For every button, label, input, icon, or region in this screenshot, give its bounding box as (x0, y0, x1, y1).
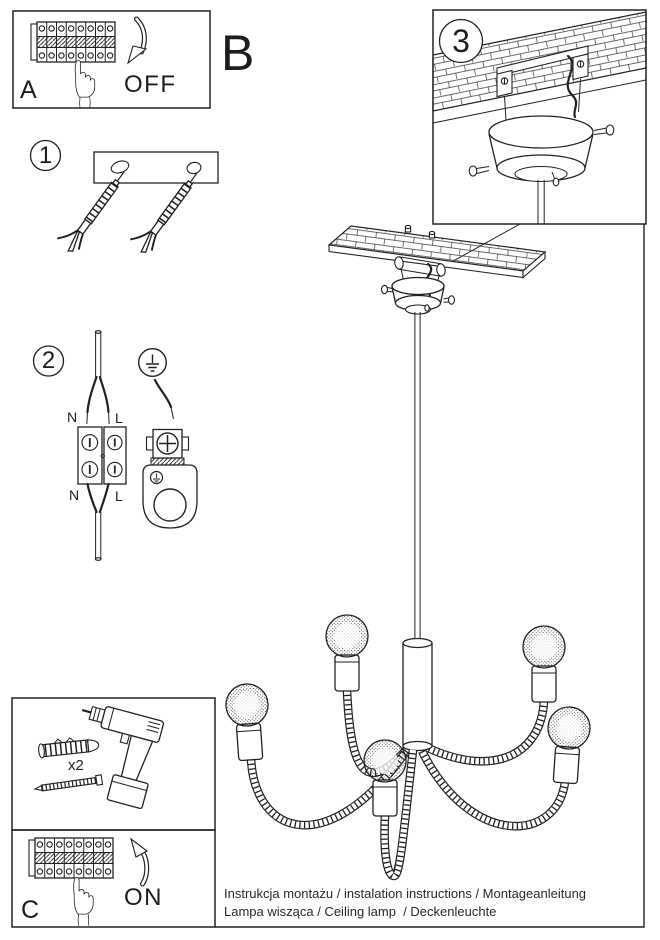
step3-detail-box (432, 9, 647, 225)
plate-hole (110, 160, 130, 174)
hanger-bracket (394, 256, 446, 293)
step3-circle (438, 18, 484, 64)
power-on-label: ON (124, 884, 163, 911)
earth-symbol-icon (137, 348, 167, 378)
board-screw-icon (404, 224, 436, 239)
power-off-label: OFF (124, 71, 177, 98)
supply-wire (566, 54, 578, 119)
light-bulb (325, 614, 369, 692)
plate-hole (186, 161, 202, 175)
light-bulb (522, 625, 566, 703)
arrow-down-icon (126, 16, 148, 65)
panel-a-box (12, 10, 211, 110)
step2-circle (32, 345, 65, 377)
pendant-cable (414, 312, 421, 641)
neutral-label-top: N (67, 409, 78, 425)
section-a-label: A (20, 76, 37, 104)
canopy (468, 115, 615, 224)
step2-drawing (32, 330, 198, 561)
anchor-quantity-label: x2 (68, 757, 84, 774)
lamp-cable (86, 482, 110, 561)
footer-title-line1: Instrukcja montażu / instalation instruc… (224, 886, 587, 901)
mounting-bracket (496, 45, 589, 122)
step1-number: 1 (38, 142, 53, 169)
terminal-block (77, 426, 127, 485)
light-bulb (223, 681, 273, 762)
drill-icon (81, 705, 165, 810)
section-c-label: C (21, 896, 40, 924)
light-bulb (543, 704, 593, 785)
page-frame (215, 224, 645, 928)
neutral-label-bottom: N (69, 487, 80, 503)
lamp-hub (402, 637, 433, 752)
light-bulb (363, 739, 407, 817)
flexible-arm (380, 749, 418, 881)
step1-drawing (29, 139, 219, 257)
footer-title-line2: Lampa wisząca / Ceiling lamp / Deckenleu… (224, 904, 497, 919)
line-label-bottom: L (115, 488, 123, 504)
step1-circle (29, 139, 62, 172)
canopy (380, 276, 456, 315)
pendant-lamp-drawing (223, 224, 593, 881)
step3-number: 3 (452, 23, 470, 59)
screw-icon (33, 774, 104, 792)
earth-wire (153, 378, 173, 409)
wall-plug-icon (38, 737, 100, 759)
ground-terminal (145, 428, 190, 466)
step2-number: 2 (41, 347, 56, 374)
line-label-top: L (115, 410, 123, 426)
mains-cable (86, 330, 110, 425)
tools-box (11, 697, 216, 831)
section-b-label: B (221, 25, 256, 81)
flexible-arm (426, 700, 549, 766)
ground-bracket (142, 464, 198, 529)
panel-c-box (11, 829, 216, 928)
arrow-up-icon (130, 837, 150, 887)
flexible-arm (418, 749, 570, 831)
